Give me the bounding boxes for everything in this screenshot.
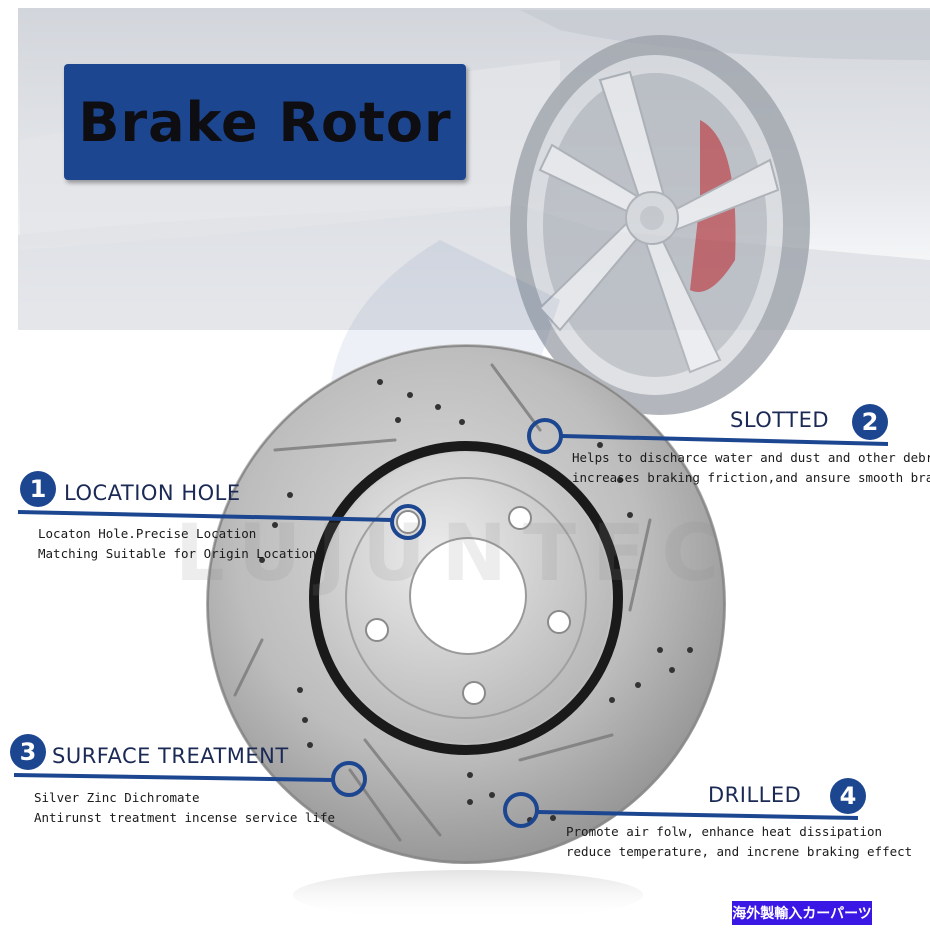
number-badge-3: 3 — [10, 734, 46, 770]
slotted-desc: Helps to discharce water and dust and ot… — [572, 450, 930, 485]
surface-treatment-ring — [331, 761, 367, 797]
slotted-title: SLOTTED — [730, 408, 830, 432]
drilled-desc: Promote air folw, enhance heat dissipati… — [566, 824, 913, 859]
surface-treatment-desc: Silver Zinc Dichromate Antirunst treatme… — [34, 790, 336, 825]
title-banner: Brake Rotor — [64, 64, 466, 180]
location-hole-desc: Locaton Hole.Precise Location Matching S… — [38, 526, 317, 561]
slotted-ring — [527, 418, 563, 454]
number-badge-4: 4 — [830, 778, 866, 814]
location-hole-title: LOCATION HOLE — [64, 481, 241, 505]
number-badge-2: 2 — [852, 404, 888, 440]
slotted-line — [561, 434, 889, 446]
drilled-title: DRILLED — [708, 783, 802, 807]
drilled-ring — [503, 792, 539, 828]
location-hole-line — [17, 510, 393, 522]
surface-treatment-title: SURFACE TREATMENT — [52, 744, 289, 768]
location-hole-ring — [390, 504, 426, 540]
imported-parts-badge: 海外製輸入カーパーツ — [732, 901, 872, 925]
drilled-line — [537, 810, 859, 820]
wheel-background — [510, 35, 810, 415]
brake-rotor — [206, 344, 726, 864]
number-badge-1: 1 — [20, 471, 56, 507]
page-title: Brake Rotor — [78, 90, 452, 154]
surface-treatment-line — [13, 773, 333, 782]
watermark-text: LUJUNTEC — [175, 509, 735, 599]
